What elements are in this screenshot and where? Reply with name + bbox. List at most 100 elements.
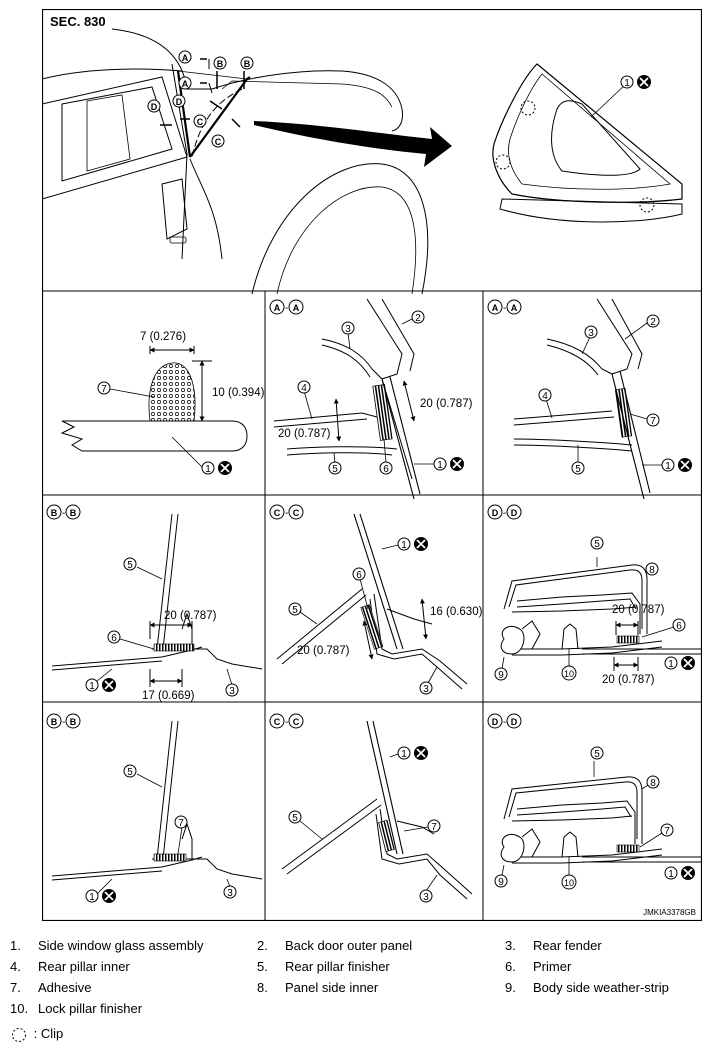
svg-text:1: 1 (401, 749, 407, 760)
svg-text:B: B (51, 717, 58, 727)
svg-text:1: 1 (665, 461, 671, 472)
svg-text:3: 3 (423, 892, 429, 903)
panel-cc-1: C - C 16 (0.630) 20 (0.787) 1 6 5 3 (269, 504, 483, 695)
svg-text:3: 3 (423, 684, 429, 695)
svg-text:D: D (492, 508, 499, 518)
svg-text:9: 9 (498, 670, 504, 681)
svg-text:-: - (62, 508, 65, 519)
legend-item: 1.Side window glass assembly (10, 938, 204, 953)
svg-text:5: 5 (594, 539, 600, 550)
dim-cc1-a: 16 (0.630) (430, 606, 483, 618)
svg-text:C: C (274, 717, 281, 727)
svg-text:5: 5 (127, 767, 133, 778)
svg-text:1: 1 (401, 540, 407, 551)
dim-aa1-a: 20 (0.787) (278, 428, 331, 440)
svg-text:A: A (182, 79, 189, 89)
svg-text:1: 1 (624, 78, 630, 89)
legend-row: 10.Lock pillar finisher (10, 1001, 710, 1022)
clip-label: : Clip (33, 1026, 64, 1041)
svg-text:2: 2 (650, 317, 656, 328)
clip-icon (12, 1027, 26, 1042)
svg-text:A: A (511, 303, 518, 313)
svg-text:3: 3 (229, 686, 235, 697)
svg-text:-: - (285, 717, 288, 728)
panel-adhesive-detail: 7 (0.276) 10 (0.394) 7 1 (60, 331, 265, 475)
legend-item: 3.Rear fender (505, 938, 602, 953)
figure-code: JMKIA3378GB (643, 908, 696, 917)
svg-text:B: B (217, 59, 224, 69)
svg-text:C: C (274, 508, 281, 518)
legend-row: 7.Adhesive 8.Panel side inner 9.Body sid… (10, 980, 710, 1001)
svg-text:1: 1 (668, 869, 674, 880)
svg-text:4: 4 (301, 383, 307, 394)
svg-text:5: 5 (594, 749, 600, 760)
svg-text:A: A (492, 303, 499, 313)
panel-cc-2: C - C 1 5 7 3 (269, 713, 473, 903)
view-arrow (254, 121, 452, 167)
svg-text:7: 7 (431, 822, 437, 833)
svg-text:C: C (293, 508, 300, 518)
svg-text:5: 5 (292, 605, 298, 616)
svg-text:D: D (176, 97, 183, 107)
svg-text:D: D (511, 717, 518, 727)
svg-text:8: 8 (650, 778, 656, 789)
svg-text:A: A (274, 303, 281, 313)
clip-legend: : Clip (10, 1026, 63, 1043)
svg-text:1: 1 (437, 460, 443, 471)
panel-aa-1: A - A 20 (0.787) 20 (0.787) 2 3 4 5 6 (269, 298, 473, 500)
svg-text:5: 5 (575, 464, 581, 475)
svg-text:7: 7 (664, 826, 670, 837)
svg-text:7: 7 (101, 384, 107, 395)
legend-item: 5.Rear pillar finisher (257, 959, 390, 974)
svg-text:6: 6 (676, 621, 682, 632)
svg-text:B: B (70, 508, 77, 518)
svg-text:1: 1 (668, 659, 674, 670)
legend-item: 6.Primer (505, 959, 572, 974)
legend-item: 9.Body side weather-strip (505, 980, 669, 995)
svg-text:6: 6 (356, 570, 362, 581)
svg-text:10: 10 (564, 878, 574, 888)
svg-text:4: 4 (542, 391, 548, 402)
diagram-svg: SEC. 830 A A B B (41, 8, 703, 922)
dim-dd1-a: 20 (0.787) (612, 604, 665, 616)
svg-text:5: 5 (332, 464, 338, 475)
svg-text:7: 7 (178, 818, 184, 829)
svg-text:6: 6 (383, 464, 389, 475)
legend-item: 4.Rear pillar inner (10, 959, 130, 974)
legend-row: 4.Rear pillar inner 5.Rear pillar finish… (10, 959, 710, 980)
svg-text:A: A (293, 303, 300, 313)
svg-text:C: C (197, 117, 204, 127)
svg-text:3: 3 (588, 328, 594, 339)
dim-bb1-b: 17 (0.669) (142, 690, 195, 702)
svg-text:3: 3 (345, 324, 351, 335)
svg-text:-: - (285, 303, 288, 314)
svg-text:10: 10 (564, 669, 574, 679)
panel-bb-2: B - B 5 7 1 3 (46, 713, 263, 903)
legend-item: 7.Adhesive (10, 980, 92, 995)
svg-text:C: C (293, 717, 300, 727)
svg-text:C: C (215, 137, 222, 147)
panel-dd-2: D - D 5 8 7 9 10 1 JMKIA3378G (487, 713, 702, 917)
dim-bb1-a: 20 (0.787) (164, 610, 217, 622)
panel-bb-1: B - B 20 (0.787) 17 (0.669) 5 6 1 3 (46, 504, 263, 702)
svg-text:2: 2 (415, 313, 421, 324)
svg-text:B: B (244, 59, 251, 69)
svg-text:1: 1 (89, 681, 95, 692)
section-label: SEC. 830 (50, 14, 106, 29)
outer-border (41, 8, 703, 922)
legend: 1.Side window glass assembly 2.Back door… (10, 938, 710, 1022)
dim-cc1-b: 20 (0.787) (297, 645, 350, 657)
legend-row: 1.Side window glass assembly 2.Back door… (10, 938, 710, 959)
dim-dd1-b: 20 (0.787) (602, 674, 655, 686)
svg-text:-: - (503, 717, 506, 728)
svg-text:5: 5 (127, 560, 133, 571)
legend-item: 2.Back door outer panel (257, 938, 413, 953)
top-panel: SEC. 830 A A B B (41, 14, 683, 295)
dim-width: 7 (0.276) (140, 331, 186, 343)
diagram-frame: SEC. 830 A A B B (41, 8, 703, 922)
svg-text:D: D (511, 508, 518, 518)
svg-text:B: B (70, 717, 77, 727)
dim-height: 10 (0.394) (212, 387, 265, 399)
svg-text:3: 3 (227, 888, 233, 899)
svg-text:9: 9 (498, 877, 504, 888)
